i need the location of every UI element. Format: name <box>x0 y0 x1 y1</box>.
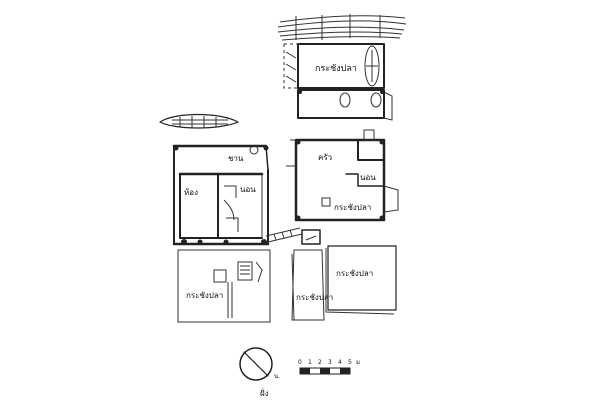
scale-tick: 0 <box>298 359 302 366</box>
connector-walkway <box>265 227 303 243</box>
middle-deck <box>297 89 393 121</box>
left-house <box>172 144 270 246</box>
main-house <box>286 129 399 222</box>
bottom-middle-cage <box>291 249 325 321</box>
scale-bar <box>299 367 351 375</box>
scale-unit: ม <box>356 359 360 366</box>
left-bedroom-label: นอน <box>240 185 256 194</box>
scale-bar-ticks: 0 1 2 3 4 5 ม <box>298 359 360 366</box>
right-bedroom-label: นอน <box>360 173 376 182</box>
top-cage-label: กระชังปลา <box>315 64 357 74</box>
bottom-middle-cage-label: กระชังปลา <box>296 293 333 302</box>
left-room-label: ห้อง <box>184 188 198 197</box>
boat-icon <box>159 113 239 129</box>
scale-tick: 2 <box>318 359 322 366</box>
scale-tick: 1 <box>308 359 312 366</box>
compass-south-label: ฝั่ง <box>260 387 269 398</box>
compass-north-label: น. <box>274 373 280 380</box>
center-cage-label: กระชังปลา <box>334 203 371 212</box>
top-cage-room <box>283 43 385 89</box>
small-storage <box>301 229 321 245</box>
bottom-right-cage <box>325 245 397 315</box>
scale-tick: 3 <box>328 359 332 366</box>
top-raft-logs <box>277 14 407 41</box>
bottom-left-cage-label: กระชังปลา <box>186 291 223 300</box>
bottom-right-cage-label: กระชังปลา <box>336 269 373 278</box>
scale-tick: 4 <box>338 359 342 366</box>
compass-icon <box>239 347 273 381</box>
bottom-left-cage <box>177 249 271 323</box>
scale-tick: 5 <box>348 359 352 366</box>
kitchen-label: ครัว <box>318 153 332 162</box>
porch-left-label: ชาน <box>228 154 244 163</box>
